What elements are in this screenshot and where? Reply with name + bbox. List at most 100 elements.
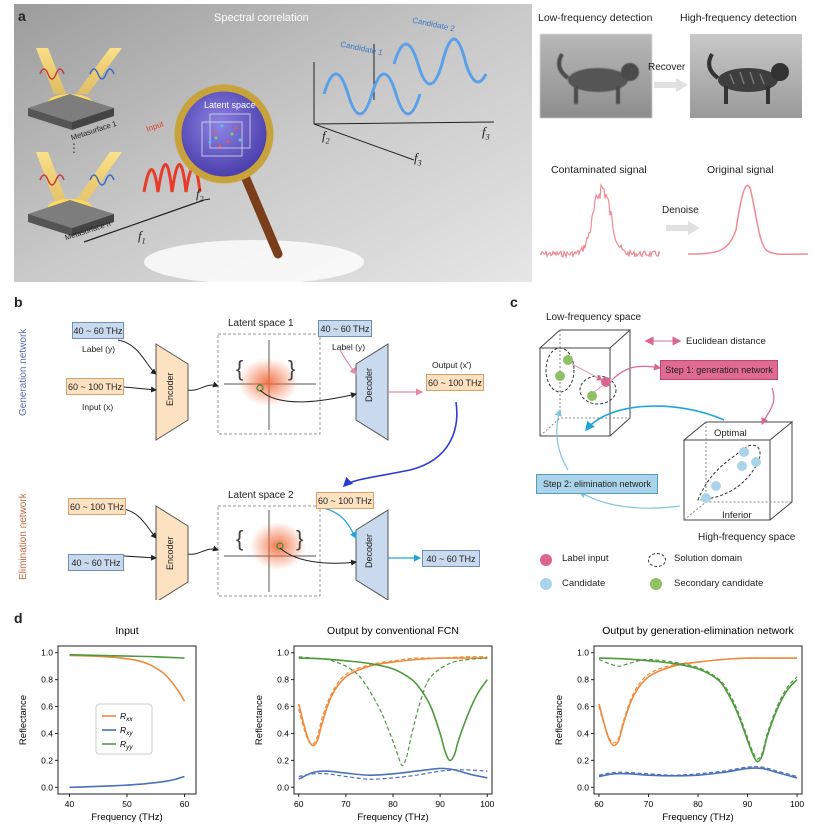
y-tick-label: 0.6 xyxy=(41,702,53,712)
elim-output-box: 40 ~ 60 THz xyxy=(422,550,480,567)
magnifier-icon xyxy=(174,84,283,259)
elim-label-box: 40 ~ 60 THz xyxy=(68,554,124,571)
spectral-correlation-title: Spectral correlation xyxy=(214,12,309,24)
contaminated-signal-title: Contaminated signal xyxy=(551,164,647,176)
f3-axis-label-far: f3 xyxy=(482,124,490,142)
high-frequency-space-title: High-frequency space xyxy=(698,532,796,543)
candidate-1-wave xyxy=(322,72,422,116)
f3-axis-label: f3 xyxy=(414,150,422,168)
f2-axis-label: f2 xyxy=(196,186,204,204)
panel-c-diagram xyxy=(538,329,794,521)
step-2-box: Step 2: elimination network xyxy=(536,474,658,494)
input-wave xyxy=(142,163,202,193)
low-frequency-image xyxy=(540,34,652,118)
panel-b-letter: b xyxy=(14,294,23,310)
low-frequency-detection-title: Low-frequency detection xyxy=(538,12,653,24)
recover-arrow-icon xyxy=(654,78,688,92)
x-axis-label: Frequency (THz) xyxy=(662,812,733,823)
x-tick-label: 60 xyxy=(180,799,190,809)
high-frequency-image xyxy=(690,34,802,118)
y-tick-label: 0.2 xyxy=(41,755,53,765)
optimal-label: Optimal xyxy=(714,428,747,439)
contaminated-signal-plot xyxy=(540,182,660,259)
y-axis-label: Reflectance xyxy=(18,695,29,745)
y-tick-label: 0.8 xyxy=(577,675,589,685)
denoise-label: Denoise xyxy=(662,205,699,216)
legend-candidate: Candidate xyxy=(562,578,606,589)
gen-label-box: 40 ~ 60 THz xyxy=(72,322,124,339)
series-line xyxy=(69,775,185,789)
series-line-dashed xyxy=(298,769,488,780)
panel-a-letter: a xyxy=(18,8,26,24)
y-tick-label: 0.2 xyxy=(577,755,589,765)
y-tick-label: 0.0 xyxy=(577,782,589,792)
y-tick-label: 0.8 xyxy=(277,675,289,685)
svg-text:{: { xyxy=(236,356,243,381)
series-line-dashed xyxy=(598,658,798,760)
y-tick-label: 0.4 xyxy=(577,728,589,738)
y-axis-label: Reflectance xyxy=(254,695,265,745)
series-line-dashed xyxy=(598,657,797,744)
y-tick-label: 0.8 xyxy=(41,675,53,685)
denoise-arrow-icon xyxy=(666,221,700,235)
latent-space-label: Latent space xyxy=(204,100,256,110)
svg-text:⋮: ⋮ xyxy=(68,141,80,155)
svg-text:}: } xyxy=(296,526,303,551)
f2-axis-label-right: f2 xyxy=(322,128,330,146)
legend-label-input-icon xyxy=(540,554,552,566)
y-tick-label: 1.0 xyxy=(41,648,53,658)
y-tick-label: 0.6 xyxy=(277,702,289,712)
encoder-1-shape xyxy=(155,343,189,441)
y-tick-label: 0.4 xyxy=(41,728,53,738)
legend-label-input: Label input xyxy=(562,553,609,564)
series-line xyxy=(69,653,185,659)
gen-input-box: 60 ~ 100 THz xyxy=(66,378,124,395)
x-axis-label: Frequency (THz) xyxy=(357,812,428,823)
elim-decoder-input-box: 60 ~ 100 THz xyxy=(316,492,374,509)
panel-d-letter: d xyxy=(14,610,23,626)
y-tick-label: 0.6 xyxy=(577,702,589,712)
y-tick-label: 0.2 xyxy=(277,755,289,765)
x-axis-label: Frequency (THz) xyxy=(91,812,162,823)
x-tick-label: 90 xyxy=(743,799,753,809)
series-line xyxy=(69,654,186,702)
x-tick-label: 90 xyxy=(435,799,445,809)
y-tick-label: 0.0 xyxy=(41,782,53,792)
latent-space-2-title: Latent space 2 xyxy=(228,490,294,501)
f1-axis-label: f1 xyxy=(138,228,146,246)
latent-space-1-title: Latent space 1 xyxy=(228,318,294,329)
panel-c-legend: Label input Solution domain Candidate Se… xyxy=(540,552,820,598)
elim-input-box: 60 ~ 100 THz xyxy=(68,498,126,515)
y-tick-label: 0.4 xyxy=(277,728,289,738)
series-line-dashed xyxy=(598,765,798,778)
panel-b-diagram: { } { } xyxy=(117,333,458,600)
metasurface-n-icon xyxy=(28,152,122,236)
y-tick-label: 0.0 xyxy=(277,782,289,792)
high-frequency-detection-title: High-frequency detection xyxy=(680,12,797,24)
input-x-text: Input (x) xyxy=(82,402,114,412)
y-tick-label: 1.0 xyxy=(277,648,289,658)
series-line xyxy=(598,657,797,747)
panel-c-letter: c xyxy=(510,294,518,310)
recover-label: Recover xyxy=(648,62,686,73)
legend-entry: Ryy xyxy=(120,739,133,751)
legend-entry: Rxx xyxy=(120,711,133,723)
series-line xyxy=(598,657,798,763)
series-line xyxy=(298,767,488,780)
output-x-label: Output (x') xyxy=(432,360,472,370)
x-tick-label: 60 xyxy=(294,799,304,809)
chart-title: Output by generation-elimination network xyxy=(602,625,794,637)
metasurface-1-icon xyxy=(28,48,122,130)
step-1-box: Step 1: generation network xyxy=(660,360,778,380)
chart-title: Output by conventional FCN xyxy=(327,625,459,637)
chart-generation-elimination: Output by generation-elimination network… xyxy=(554,625,804,823)
gen-output-box: 60 ~ 100 THz xyxy=(426,374,484,391)
x-tick-label: 100 xyxy=(480,799,494,809)
series-line-dashed xyxy=(298,656,488,745)
x-tick-label: 100 xyxy=(790,799,804,809)
x-tick-label: 40 xyxy=(65,799,75,809)
legend-solution-domain: Solution domain xyxy=(674,553,743,564)
x-tick-label: 60 xyxy=(594,799,604,809)
decoder-1-label: Decoder xyxy=(364,367,374,402)
panel-a-illustration: ⋮ xyxy=(14,4,532,284)
